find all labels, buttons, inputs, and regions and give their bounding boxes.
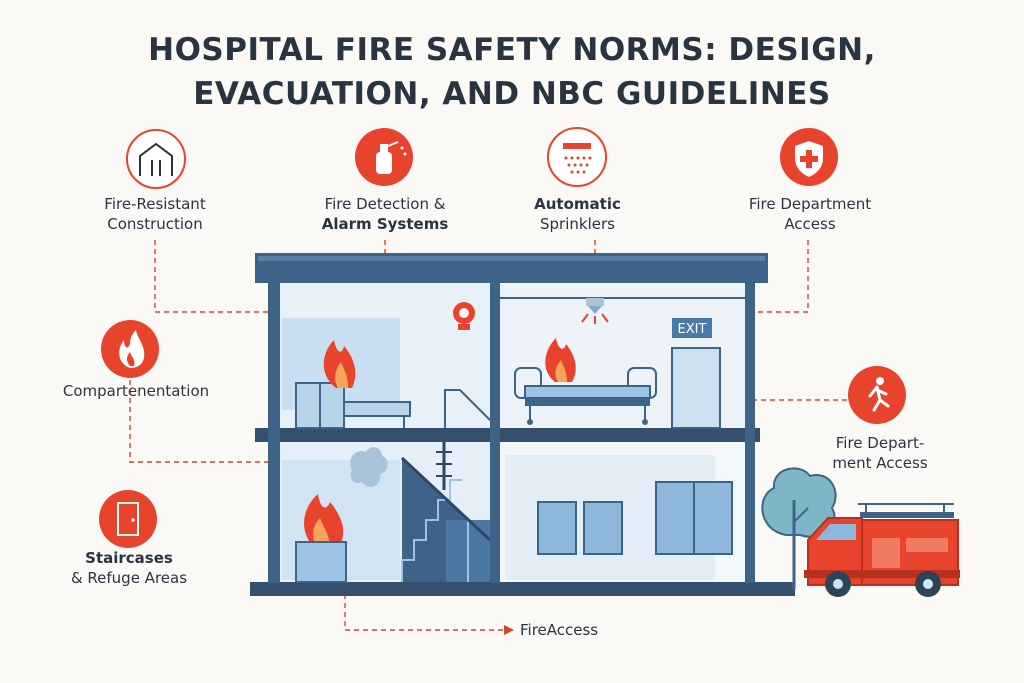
- column-left: [268, 283, 280, 583]
- fire-access-arrow: [504, 625, 514, 635]
- label-fire-access: FireAccess: [520, 621, 599, 639]
- smoke-detector: [453, 302, 475, 330]
- page-title: HOSPITAL FIRE SAFETY NORMS: DESIGN, EVAC…: [0, 28, 1024, 116]
- floor-slab: [255, 428, 760, 442]
- label-fire-detection: Fire Detection & Alarm Systems: [321, 195, 449, 233]
- flame-top-right: [545, 338, 576, 382]
- staircase: [400, 442, 492, 582]
- exit-sign: EXIT: [678, 322, 707, 337]
- running-person-icon: [848, 366, 906, 424]
- label-fire-department-access-top: Fire Department Access: [748, 195, 872, 233]
- roof-highlight: [258, 256, 765, 261]
- door-icon: [99, 490, 157, 548]
- flame-bottom-left: [304, 494, 344, 545]
- column-right: [745, 283, 755, 583]
- label-staircases: Staircases & Refuge Areas: [70, 549, 188, 587]
- smoke-cloud: [350, 447, 388, 488]
- flame-top-left: [323, 340, 356, 388]
- fire-truck: [804, 503, 960, 597]
- fire-extinguisher-icon: [355, 128, 413, 186]
- label-fire-resistant-construction: Fire-Resistant Construction: [104, 195, 206, 233]
- building-outline-icon: [126, 129, 186, 189]
- title-line-2: EVACUATION, AND NBC GUIDELINES: [193, 76, 831, 112]
- label-compartmentation: Compartenentation: [62, 382, 210, 400]
- label-fire-department-access-right: Fire Depart- ment Access: [832, 434, 928, 472]
- exit-door: [671, 318, 721, 429]
- ceiling-sprinkler: [581, 298, 609, 324]
- column-mid: [490, 283, 500, 583]
- ground-slab: [250, 582, 795, 596]
- connector-fire-access: [344, 585, 505, 631]
- shield-cross-icon: [780, 128, 838, 186]
- connector-compartment: [129, 380, 290, 463]
- title-line-1: HOSPITAL FIRE SAFETY NORMS: DESIGN,: [148, 32, 876, 68]
- top-left-furniture: [295, 382, 491, 429]
- windows-bottom-right: [537, 481, 733, 555]
- storage-box: [295, 541, 347, 583]
- label-automatic-sprinklers: Automatic Sprinklers: [534, 195, 621, 233]
- flame-icon: [101, 320, 159, 378]
- stair-rail-top: [444, 389, 491, 428]
- bench: [343, 401, 411, 417]
- hospital-bed: [514, 367, 657, 425]
- sprinkler-icon: [547, 127, 607, 187]
- exit-sign-box: [672, 318, 712, 338]
